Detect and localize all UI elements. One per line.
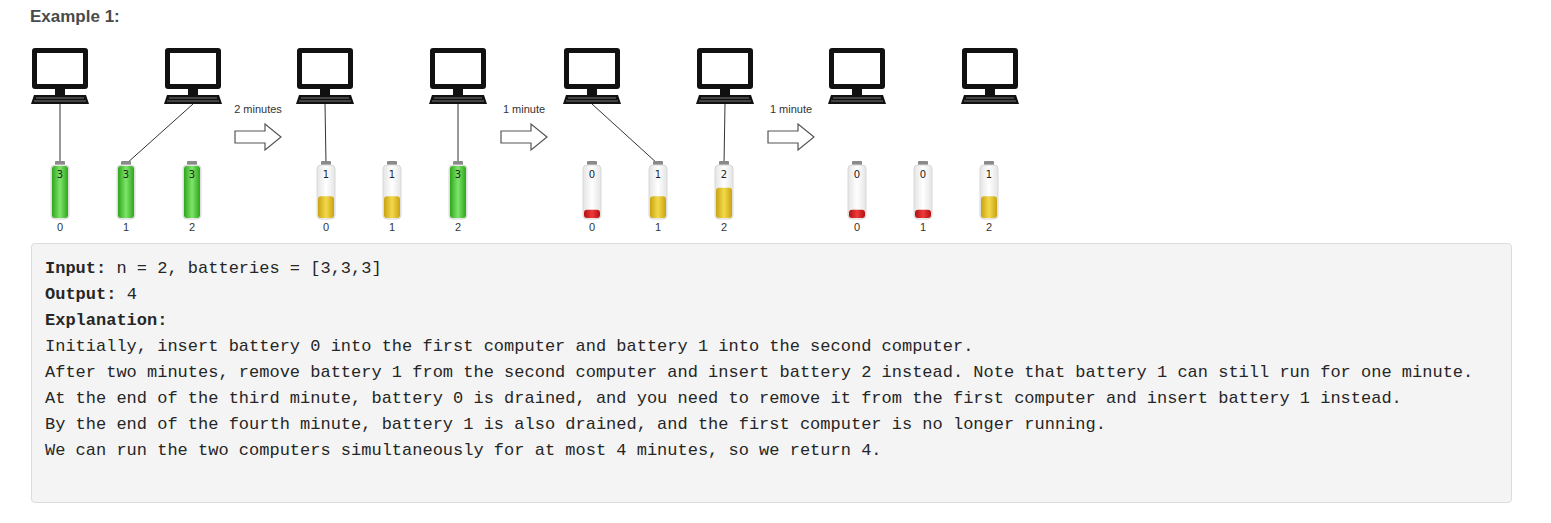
- text-line: At the end of the third minute, battery …: [45, 389, 1402, 408]
- field-text: At the end of the third minute, battery …: [45, 389, 1402, 408]
- computer-icon: [961, 48, 1019, 104]
- computer-icon: [429, 48, 487, 104]
- time-arrow: [501, 124, 547, 150]
- battery: 10: [314, 161, 338, 235]
- text-line: Explanation:: [45, 311, 167, 330]
- charge-value: 0: [580, 169, 604, 180]
- battery: 00: [580, 161, 604, 235]
- power-wire: [60, 104, 61, 164]
- battery-index: 1: [903, 221, 943, 233]
- computer-icon: [164, 48, 222, 104]
- battery-index: 0: [572, 221, 612, 233]
- charge-value: 0: [845, 169, 869, 180]
- battery: 00: [845, 161, 869, 235]
- charge-value: 3: [48, 169, 72, 180]
- charge-value: 1: [977, 169, 1001, 180]
- field-name: Input:: [45, 259, 106, 278]
- text-line: By the end of the fourth minute, battery…: [45, 415, 1106, 434]
- field-text: After two minutes, remove battery 1 from…: [45, 363, 1473, 382]
- battery-index: 2: [969, 221, 1009, 233]
- text-line: Input: n = 2, batteries = [3,3,3]: [45, 259, 382, 278]
- charge-value: 3: [114, 169, 138, 180]
- battery-index: 1: [106, 221, 146, 233]
- charge-value: 1: [380, 169, 404, 180]
- power-wire: [592, 104, 658, 164]
- charge-value: 1: [314, 169, 338, 180]
- charge-value: 3: [180, 169, 204, 180]
- duration-label: 1 minute: [503, 103, 545, 115]
- computer-icon: [828, 48, 886, 104]
- battery: 31: [114, 161, 138, 235]
- time-arrow: [768, 124, 814, 150]
- battery-index: 0: [306, 221, 346, 233]
- battery-index: 1: [372, 221, 412, 233]
- field-text: By the end of the fourth minute, battery…: [45, 415, 1106, 434]
- battery: 11: [646, 161, 670, 235]
- battery: 11: [380, 161, 404, 235]
- charge-value: 3: [446, 169, 470, 180]
- field-name: Explanation:: [45, 311, 167, 330]
- field-text: Initially, insert battery 0 into the fir…: [45, 337, 973, 356]
- text-line: After two minutes, remove battery 1 from…: [45, 363, 1473, 382]
- battery: 32: [446, 161, 470, 235]
- title: Example 1:: [30, 7, 120, 27]
- text-line: Initially, insert battery 0 into the fir…: [45, 337, 973, 356]
- text-line: We can run the two computers simultaneou…: [45, 441, 882, 460]
- computer-icon: [31, 48, 89, 104]
- battery-index: 0: [837, 221, 877, 233]
- computer-icon: [563, 48, 621, 104]
- duration-label: 1 minute: [770, 103, 812, 115]
- battery-index: 2: [704, 221, 744, 233]
- duration-label: 2 minutes: [234, 103, 282, 115]
- field-text: 4: [127, 285, 137, 304]
- power-wire: [126, 104, 193, 164]
- battery: 30: [48, 161, 72, 235]
- charge-value: 0: [911, 169, 935, 180]
- charge-value: 1: [646, 169, 670, 180]
- example-box: Input: n = 2, batteries = [3,3,3]Output:…: [31, 243, 1512, 503]
- charge-value: 2: [712, 169, 736, 180]
- field-text: We can run the two computers simultaneou…: [45, 441, 882, 460]
- time-arrow: [235, 124, 281, 150]
- battery: 12: [977, 161, 1001, 235]
- battery-index: 2: [172, 221, 212, 233]
- text-line: Output: 4: [45, 285, 137, 304]
- power-wire: [325, 104, 326, 164]
- battery-index: 0: [40, 221, 80, 233]
- power-wire: [724, 104, 725, 164]
- field-text: n = 2, batteries = [3,3,3]: [116, 259, 381, 278]
- battery: 01: [911, 161, 935, 235]
- battery-index: 1: [638, 221, 678, 233]
- battery-index: 2: [438, 221, 478, 233]
- battery: 32: [180, 161, 204, 235]
- computer-icon: [696, 48, 754, 104]
- power-wire: [458, 104, 459, 164]
- computer-icon: [296, 48, 354, 104]
- battery: 22: [712, 161, 736, 235]
- field-name: Output:: [45, 285, 116, 304]
